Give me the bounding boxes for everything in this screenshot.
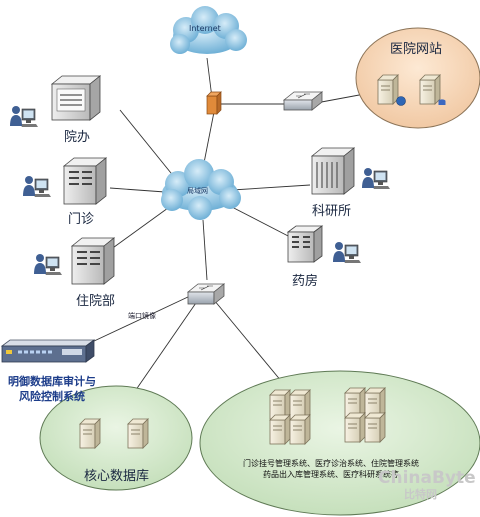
core-database-ellipse <box>39 385 193 491</box>
inpatient-label: 住院部 <box>76 294 116 309</box>
app-server-cluster-2 <box>344 387 386 443</box>
connection-lines <box>91 57 371 411</box>
watermark-brand: ChinaByte <box>378 468 476 488</box>
web-server-icon <box>377 74 406 106</box>
business-systems-ellipse <box>199 370 480 516</box>
inpatient-server-icon <box>70 237 116 285</box>
core-database-label: 核心数据库 <box>84 469 150 484</box>
audit-system-line-1: 明御数据库审计与 <box>8 375 96 388</box>
port-mirror-label: 端口镜像 <box>128 312 156 320</box>
research-workstation-icon <box>361 167 391 190</box>
app-server-cluster-1 <box>269 389 311 445</box>
research-label: 科研所 <box>312 204 352 219</box>
inpatient-workstation-icon <box>33 253 63 276</box>
db-server-icon <box>419 74 446 105</box>
lan-cloud <box>161 159 241 220</box>
president-office-label: 院办 <box>64 130 91 145</box>
core-db-server-1-icon <box>79 418 101 449</box>
firewall-icon <box>206 91 222 115</box>
lan-label: 局域网 <box>187 187 208 195</box>
audit-appliance-icon <box>0 339 96 363</box>
president-office-server-icon <box>50 75 102 121</box>
business-systems-line-2: 药品出入库管理系统、医疗科研系统等 <box>263 470 399 479</box>
top-switch-icon <box>282 91 324 111</box>
pharmacy-server-icon <box>286 225 324 263</box>
pharmacy-label: 药房 <box>292 274 319 289</box>
audit-system-line-2: 风险控制系统 <box>19 390 85 403</box>
research-server-icon <box>310 147 356 195</box>
core-switch-icon <box>186 283 226 305</box>
outpatient-server-icon <box>62 157 108 205</box>
business-systems-line-1: 门诊挂号管理系统、医疗诊治系统、住院管理系统 <box>243 459 419 468</box>
internet-label: Internet <box>189 24 221 33</box>
business-systems-label: 门诊挂号管理系统、医疗诊治系统、住院管理系统 药品出入库管理系统、医疗科研系统等 <box>218 458 444 480</box>
core-db-server-2-icon <box>127 418 149 449</box>
pharmacy-workstation-icon <box>332 241 362 264</box>
audit-system-label: 明御数据库审计与 风险控制系统 <box>0 374 104 404</box>
outpatient-workstation-icon <box>22 175 52 198</box>
watermark-sub: 比特网 <box>404 488 437 501</box>
president-office-workstation-icon <box>9 105 39 128</box>
internet-cloud <box>170 6 247 54</box>
outpatient-label: 门诊 <box>68 212 95 227</box>
hospital-website-label: 医院网站 <box>390 42 443 57</box>
